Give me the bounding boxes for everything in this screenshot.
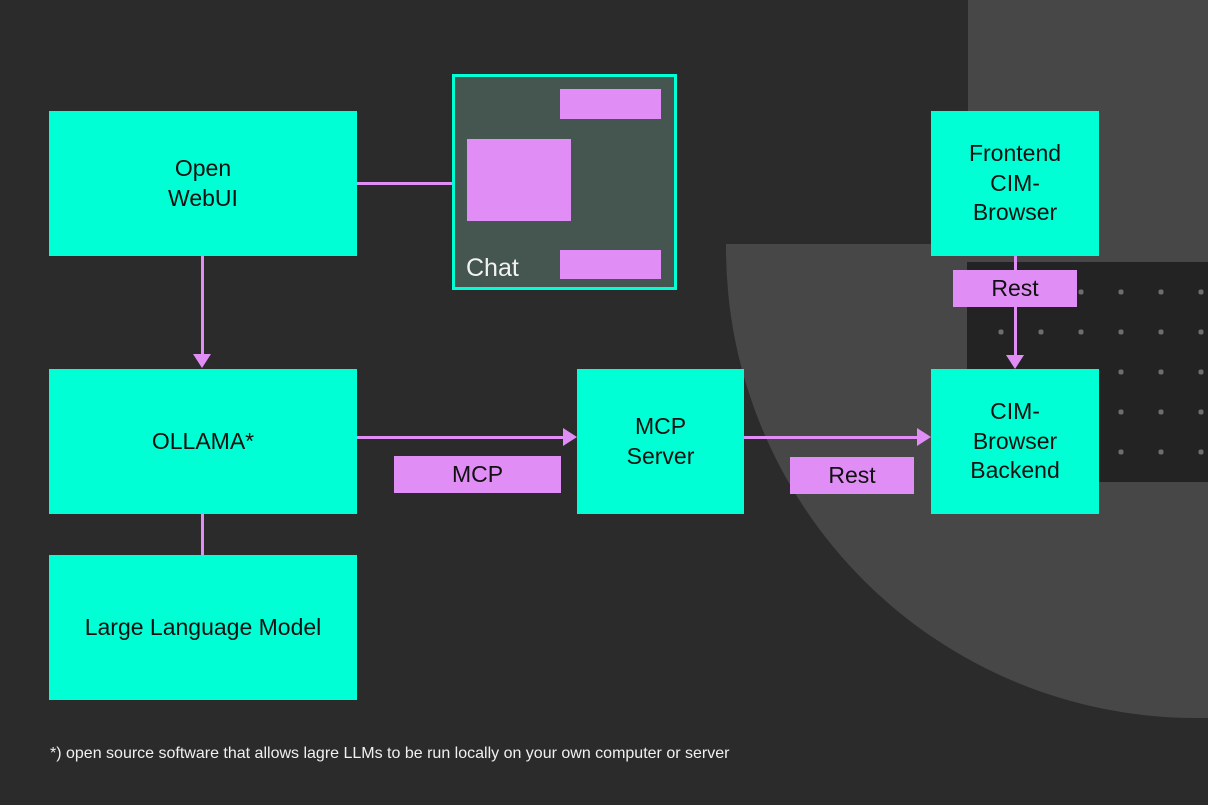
node-ollama[interactable]: OLLAMA*: [49, 369, 357, 514]
node-large-language-model[interactable]: Large Language Model: [49, 555, 357, 700]
edge-label-rest-mcp-to-cim: Rest: [790, 457, 914, 494]
arrowhead-down-icon: [1006, 355, 1024, 369]
edge-ollama-to-mcp-server: [357, 436, 565, 439]
chat-window-label: Chat: [466, 254, 519, 282]
chat-window-mockup[interactable]: Chat: [452, 74, 677, 290]
arrowhead-down-icon: [193, 354, 211, 368]
edge-label-rest-frontend-to-backend: Rest: [953, 270, 1077, 307]
edge-label-mcp: MCP: [394, 456, 561, 493]
arrowhead-right-icon: [917, 428, 931, 446]
node-frontend-cim-browser[interactable]: Frontend CIM- Browser: [931, 111, 1099, 256]
chat-message-bubble-incoming: [467, 139, 571, 221]
arrowhead-right-icon: [563, 428, 577, 446]
node-open-webui[interactable]: Open WebUI: [49, 111, 357, 256]
node-cim-browser-backend[interactable]: CIM- Browser Backend: [931, 369, 1099, 514]
edge-mcp-server-to-cim-browser-backend: [744, 436, 919, 439]
chat-input-bubble: [560, 250, 661, 279]
edge-open-webui-to-chat: [357, 182, 452, 185]
footnote-text: *) open source software that allows lagr…: [50, 745, 730, 762]
edge-ollama-to-large-language-model: [201, 514, 204, 555]
edge-open-webui-to-ollama: [201, 256, 204, 356]
chat-message-bubble-outgoing: [560, 89, 661, 119]
node-mcp-server[interactable]: MCP Server: [577, 369, 744, 514]
